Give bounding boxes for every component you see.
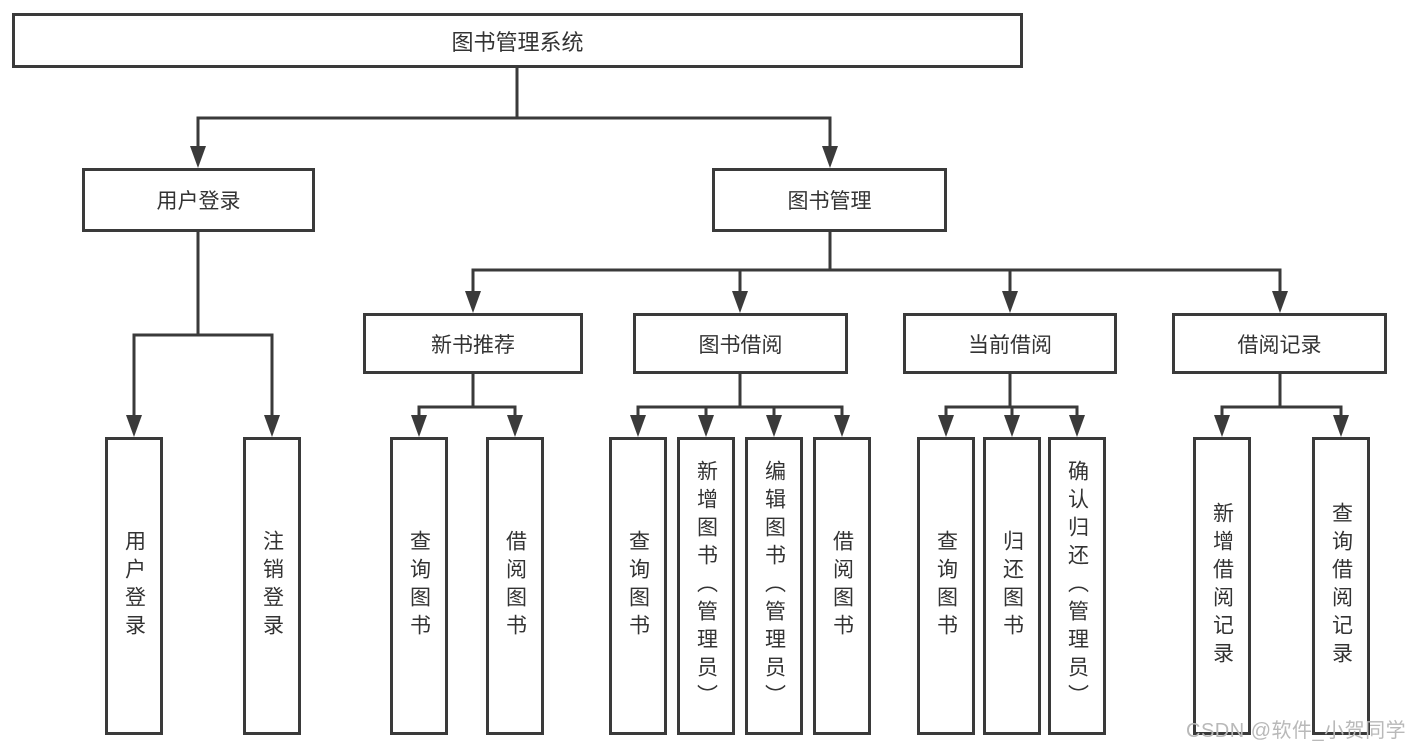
arrowhead-icon (766, 415, 782, 437)
arrowhead-icon (938, 415, 954, 437)
leaf-logout: 注销登录 (243, 437, 301, 735)
connector-new-book-recommend-children (411, 372, 523, 437)
arrowhead-icon (264, 415, 280, 437)
arrowhead-icon (1214, 415, 1230, 437)
leaf-confirm-return-admin: 确认归还（管理员） (1048, 437, 1106, 735)
leaf-add-book-admin: 新增图书（管理员） (677, 437, 735, 735)
leaf-borrow-books-recommend: 借阅图书 (486, 437, 544, 735)
leaf-return-book: 归还图书 (983, 437, 1041, 735)
connector-book-management-children (465, 230, 1288, 313)
leaf-query-books-recommend: 查询图书 (390, 437, 448, 735)
leaf-borrow-books-label: 借阅图书 (830, 530, 854, 642)
leaf-borrow-books-recommend-label: 借阅图书 (503, 530, 527, 642)
arrowhead-icon (1272, 291, 1288, 313)
leaf-query-books-current-label: 查询图书 (934, 530, 958, 642)
node-new-book-recommend: 新书推荐 (363, 313, 583, 374)
leaf-edit-book-admin-label: 编辑图书（管理员） (762, 460, 786, 712)
node-new-book-recommend-label: 新书推荐 (431, 333, 515, 357)
leaf-query-books-borrow: 查询图书 (609, 437, 667, 735)
leaf-query-books-recommend-label: 查询图书 (407, 530, 431, 642)
arrowhead-icon (834, 415, 850, 437)
leaf-add-book-admin-label: 新增图书（管理员） (694, 460, 718, 712)
leaf-logout-label: 注销登录 (260, 530, 284, 642)
leaf-query-books-current: 查询图书 (917, 437, 975, 735)
connector-user-login-children (126, 230, 280, 437)
arrowhead-icon (1069, 415, 1085, 437)
arrowhead-icon (732, 291, 748, 313)
leaf-query-borrow-record-label: 查询借阅记录 (1329, 502, 1353, 670)
node-current-borrow: 当前借阅 (903, 313, 1117, 374)
node-book-borrow-label: 图书借阅 (698, 333, 783, 357)
node-borrow-record-label: 借阅记录 (1237, 333, 1322, 357)
leaf-user-login-label: 用户登录 (122, 530, 146, 642)
arrowhead-icon (630, 415, 646, 437)
leaf-user-login: 用户登录 (105, 437, 163, 735)
connector-book-borrow-children (630, 372, 850, 437)
node-user-login: 用户登录 (82, 168, 315, 232)
connector-root-to-level2 (190, 64, 838, 168)
arrowhead-icon (507, 415, 523, 437)
node-current-borrow-label: 当前借阅 (968, 333, 1052, 357)
leaf-add-borrow-record: 新增借阅记录 (1193, 437, 1251, 735)
arrowhead-icon (1002, 291, 1018, 313)
arrowhead-icon (190, 146, 206, 168)
leaf-add-borrow-record-label: 新增借阅记录 (1210, 502, 1234, 670)
node-root-label: 图书管理系统 (451, 29, 584, 55)
node-borrow-record: 借阅记录 (1172, 313, 1387, 374)
arrowhead-icon (1333, 415, 1349, 437)
arrowhead-icon (698, 415, 714, 437)
connector-current-borrow-children (938, 372, 1085, 437)
leaf-return-book-label: 归还图书 (1000, 530, 1024, 642)
arrowhead-icon (1004, 415, 1020, 437)
arrowhead-icon (411, 415, 427, 437)
node-book-borrow: 图书借阅 (633, 313, 848, 374)
leaf-query-books-borrow-label: 查询图书 (626, 530, 650, 642)
leaf-edit-book-admin: 编辑图书（管理员） (745, 437, 803, 735)
arrowhead-icon (822, 146, 838, 168)
node-root: 图书管理系统 (12, 13, 1023, 68)
leaf-query-borrow-record: 查询借阅记录 (1312, 437, 1370, 735)
leaf-confirm-return-admin-label: 确认归还（管理员） (1065, 460, 1089, 712)
node-book-management: 图书管理 (712, 168, 947, 232)
node-book-management-label: 图书管理 (787, 190, 872, 213)
node-user-login-label: 用户登录 (156, 190, 241, 213)
leaf-borrow-books: 借阅图书 (813, 437, 871, 735)
connector-borrow-record-children (1214, 372, 1349, 437)
arrowhead-icon (126, 415, 142, 437)
arrowhead-icon (465, 291, 481, 313)
csdn-watermark: CSDN @软件_小贺同学 (1186, 720, 1405, 742)
